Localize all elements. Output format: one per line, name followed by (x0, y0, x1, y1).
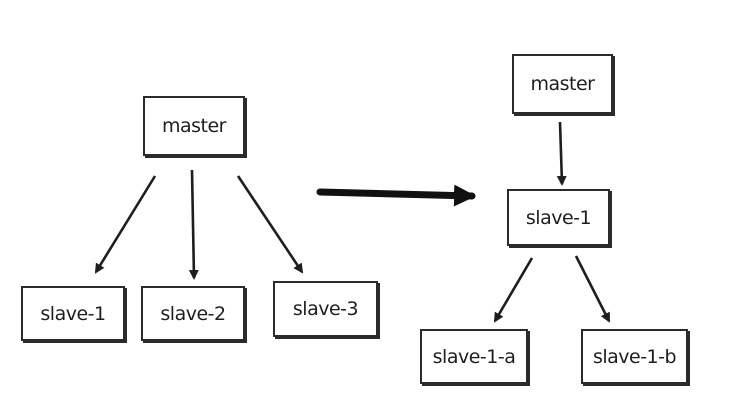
arrow-master-to-slave-1-right (556, 121, 567, 186)
slave-3-node: slave-3 (273, 281, 378, 337)
transition-arrow (316, 184, 476, 207)
slave-1-node-right-label: slave-1 (525, 206, 592, 229)
arrow-slave-1-to-slave-1-b (574, 255, 611, 323)
slave-2-node-label: slave-2 (160, 302, 226, 325)
slave-1-node-right: slave-1 (507, 189, 610, 246)
arrow-master-to-slave-1 (94, 175, 157, 274)
arrow-master-to-slave-2 (188, 169, 199, 280)
master-node-right: master (512, 54, 613, 114)
slave-2-node: slave-2 (141, 286, 245, 341)
slave-1-b-node: slave-1-b (581, 329, 688, 384)
slave-1-a-node-label: slave-1-a (432, 345, 516, 368)
arrow-master-to-slave-3 (236, 175, 304, 274)
slave-3-node-label: slave-3 (292, 298, 359, 320)
master-node-left: master (143, 96, 245, 156)
master-node-left-label: master (161, 115, 227, 137)
slave-1-node-left-label: slave-1 (40, 302, 106, 325)
master-node-right-label: master (530, 73, 595, 95)
slave-1-node-left: slave-1 (21, 286, 125, 341)
slave-1-a-node: slave-1-a (420, 329, 528, 384)
slave-1-b-node-label: slave-1-b (592, 345, 677, 368)
arrow-slave-1-to-slave-1-a (493, 257, 534, 323)
